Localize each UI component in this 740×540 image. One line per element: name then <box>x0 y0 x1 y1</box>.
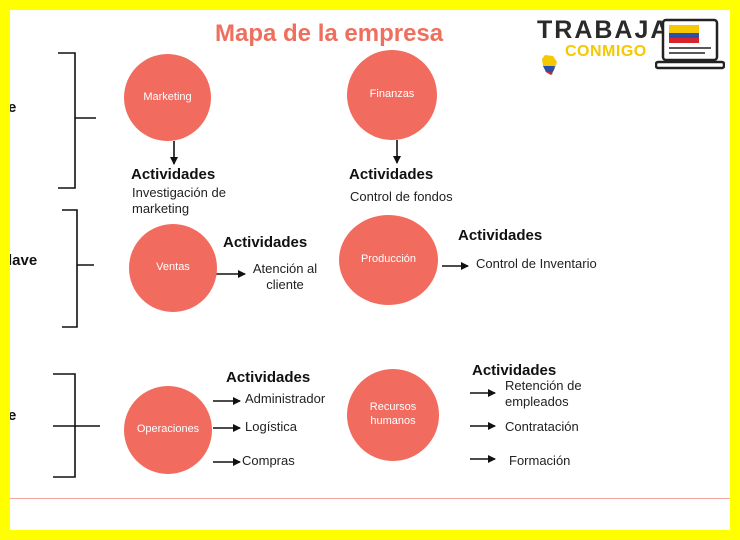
left-label-bottom: e <box>10 407 17 424</box>
logo-text-line1: TRABAJA <box>537 16 671 44</box>
node-produccion: Producción <box>339 215 438 305</box>
page-title: Mapa de la empresa <box>215 20 444 47</box>
org-map-canvas: Mapa de la empresa TRABAJA CONMIGO e lav… <box>10 10 730 530</box>
colombia-map-icon <box>542 55 557 75</box>
actividades-rrhh-heading: Actividades <box>472 362 557 379</box>
diagram-lines <box>53 52 496 478</box>
actividades-operaciones-heading: Actividades <box>226 369 311 386</box>
activity-marketing: Investigación de marketing <box>132 185 226 217</box>
bracket-top <box>58 52 76 189</box>
trabaja-conmigo-logo: TRABAJA CONMIGO <box>537 16 727 80</box>
activity-rrhh-1: Retención de empleados <box>505 378 582 410</box>
activity-operaciones-3: Compras <box>242 453 295 468</box>
left-label-top: e <box>10 99 17 116</box>
actividades-ventas-heading: Actividades <box>223 234 308 251</box>
left-label-middle: lave <box>10 252 38 269</box>
activity-rrhh-3: Formación <box>509 453 571 468</box>
actividades-produccion-heading: Actividades <box>458 227 543 244</box>
bracket-middle <box>62 209 78 328</box>
node-operaciones: Operaciones <box>124 386 212 474</box>
node-recursos-humanos: Recursos humanos <box>347 369 439 461</box>
logo-text-line2: CONMIGO <box>565 43 647 60</box>
activity-produccion: Control de Inventario <box>476 256 597 271</box>
actividades-finanzas-heading: Actividades <box>349 166 434 183</box>
activity-ventas: Atención al cliente <box>252 261 318 293</box>
laptop-flag-icon <box>655 18 725 70</box>
activity-operaciones-1: Administrador <box>245 391 326 406</box>
actividades-marketing-heading: Actividades <box>131 166 216 183</box>
node-finanzas: Finanzas <box>347 50 437 140</box>
activity-finanzas: Control de fondos <box>350 189 453 204</box>
node-ventas: Ventas <box>129 224 217 312</box>
node-marketing: Marketing <box>124 54 211 141</box>
activity-operaciones-2: Logística <box>245 419 298 434</box>
bottom-divider <box>10 498 730 499</box>
activity-rrhh-2: Contratación <box>505 419 579 434</box>
